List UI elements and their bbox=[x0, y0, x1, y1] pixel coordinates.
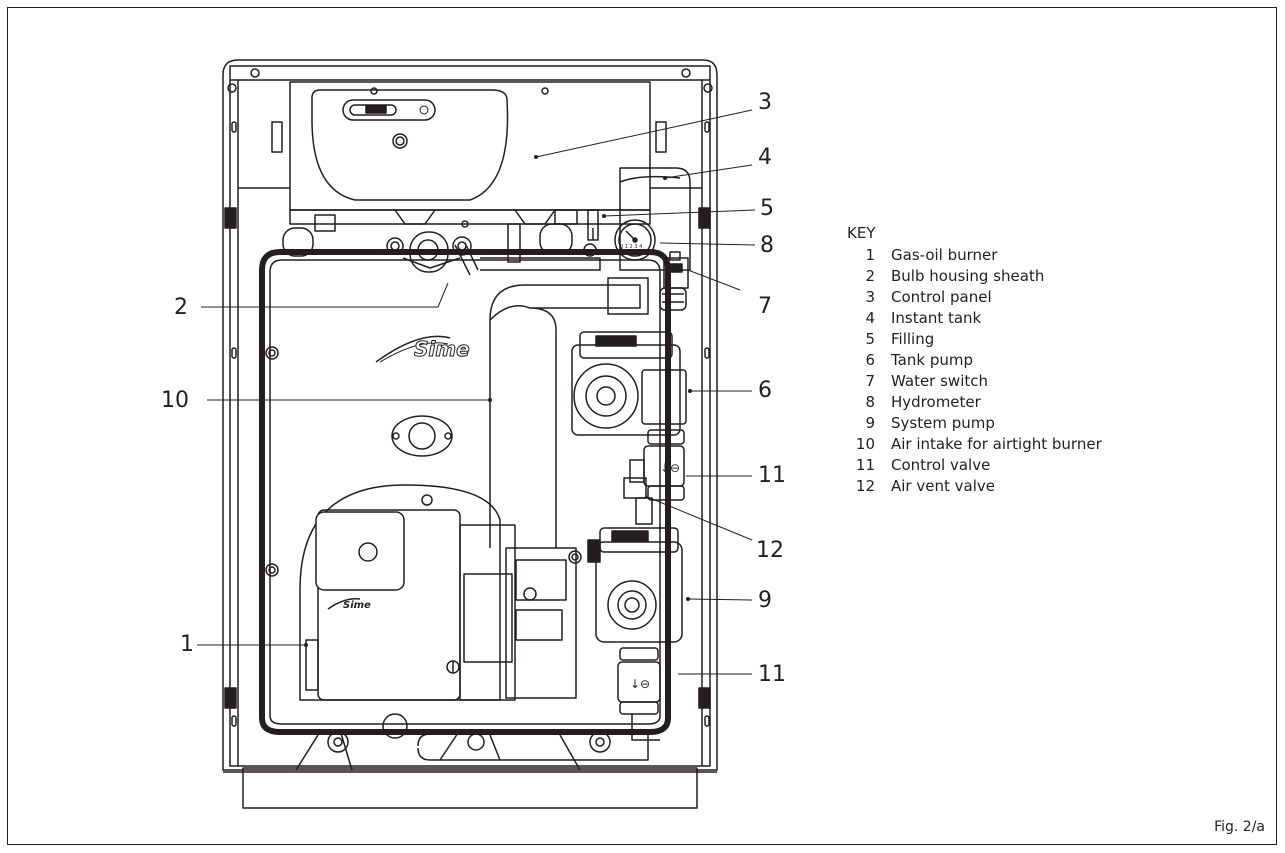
key-item: 4 Instant tank bbox=[847, 308, 1102, 329]
key-item-number: 11 bbox=[855, 456, 875, 474]
key-item-number: 6 bbox=[865, 351, 875, 369]
key-item: 12 Air vent valve bbox=[847, 476, 1102, 497]
instant-tank bbox=[619, 167, 691, 271]
callout-8: 8 bbox=[760, 233, 774, 258]
callout-1: 1 bbox=[180, 632, 194, 657]
callout-6: 6 bbox=[758, 378, 772, 403]
key-item: 5 Filling bbox=[847, 329, 1102, 350]
callout-12: 12 bbox=[756, 538, 784, 563]
leader-7 bbox=[687, 269, 741, 291]
key-item: 9 System pump bbox=[847, 413, 1102, 434]
callout-11-lower: 11 bbox=[758, 662, 786, 687]
key-item: 11 Control valve bbox=[847, 455, 1102, 476]
key-item: 1 Gas-oil burner bbox=[847, 245, 1102, 266]
figure-label: Fig. 2/a bbox=[1214, 819, 1265, 835]
tank-pump bbox=[571, 331, 687, 436]
gas-oil-burner bbox=[299, 484, 577, 701]
key-legend: KEY 1 Gas-oil burner 2 Bulb housing sheath 3… bbox=[847, 223, 1102, 497]
key-item-number: 1 bbox=[865, 246, 875, 264]
svg-text:↓⊖: ↓⊖ bbox=[630, 677, 650, 691]
callout-4: 4 bbox=[758, 145, 772, 170]
boiler-casing bbox=[222, 59, 718, 771]
brand-logo-burner: Sime bbox=[327, 597, 371, 611]
key-item-label: Water switch bbox=[891, 372, 988, 390]
key-item-number: 8 bbox=[865, 393, 875, 411]
callout-9: 9 bbox=[758, 588, 772, 613]
callout-10: 10 bbox=[161, 388, 189, 413]
key-item-label: Control valve bbox=[891, 456, 991, 474]
callout-3: 3 bbox=[758, 90, 772, 115]
key-item-number: 3 bbox=[865, 288, 875, 306]
key-item-label: Air intake for airtight burner bbox=[891, 435, 1102, 453]
svg-text:0 1 2 3 4: 0 1 2 3 4 bbox=[620, 244, 642, 250]
control-valve-upper: ↓⊖ bbox=[643, 429, 685, 501]
boiler-base bbox=[223, 767, 717, 809]
air-vent-valve bbox=[623, 459, 653, 525]
boiler-body bbox=[259, 249, 671, 735]
figure-frame bbox=[7, 7, 1277, 845]
system-pump bbox=[587, 527, 683, 643]
key-item: 2 Bulb housing sheath bbox=[847, 266, 1102, 287]
brand-logo-top: Sime bbox=[375, 335, 470, 363]
key-item-label: Tank pump bbox=[891, 351, 973, 369]
key-item-number: 7 bbox=[865, 372, 875, 390]
leader-4 bbox=[664, 164, 753, 179]
key-item: 10 Air intake for airtight burner bbox=[847, 434, 1102, 455]
water-switch bbox=[659, 251, 689, 311]
key-item-number: 9 bbox=[865, 414, 875, 432]
callout-5: 5 bbox=[760, 196, 774, 221]
leader-2b bbox=[437, 282, 449, 308]
key-item-label: Hydrometer bbox=[891, 393, 981, 411]
key-item-label: Filling bbox=[891, 330, 935, 348]
key-item-label: Air vent valve bbox=[891, 477, 995, 495]
callout-11-upper: 11 bbox=[758, 463, 786, 488]
leader-12 bbox=[644, 495, 753, 541]
leader-9 bbox=[687, 598, 753, 601]
key-item-label: Gas-oil burner bbox=[891, 246, 998, 264]
hydrometer-gauge: 0 1 2 3 4 bbox=[614, 219, 656, 261]
key-item-label: Instant tank bbox=[891, 309, 982, 327]
callout-7: 7 bbox=[758, 294, 772, 319]
svg-text:Sime: Sime bbox=[343, 600, 371, 611]
leader-5 bbox=[603, 209, 756, 217]
key-item-label: Bulb housing sheath bbox=[891, 267, 1045, 285]
key-item: 6 Tank pump bbox=[847, 350, 1102, 371]
key-item-number: 2 bbox=[865, 267, 875, 285]
key-item: 3 Control panel bbox=[847, 287, 1102, 308]
svg-text:↓⊖: ↓⊖ bbox=[660, 461, 680, 475]
key-item-number: 4 bbox=[865, 309, 875, 327]
leader-lines bbox=[197, 109, 756, 675]
air-intake-duct bbox=[489, 277, 649, 548]
key-item-number: 10 bbox=[855, 435, 875, 453]
key-item-label: System pump bbox=[891, 414, 995, 432]
key-item-number: 5 bbox=[865, 330, 875, 348]
control-valve-lower: ↓⊖ bbox=[617, 647, 661, 715]
key-item-number: 12 bbox=[855, 477, 875, 495]
key-item-label: Control panel bbox=[891, 288, 992, 306]
callout-2: 2 bbox=[174, 295, 188, 320]
control-panel bbox=[289, 81, 651, 211]
key-title: KEY bbox=[847, 224, 876, 242]
leader-3 bbox=[535, 109, 753, 158]
leader-8 bbox=[659, 242, 756, 246]
key-item: 7 Water switch bbox=[847, 371, 1102, 392]
svg-text:Sime: Sime bbox=[414, 337, 470, 361]
key-item: 8 Hydrometer bbox=[847, 392, 1102, 413]
